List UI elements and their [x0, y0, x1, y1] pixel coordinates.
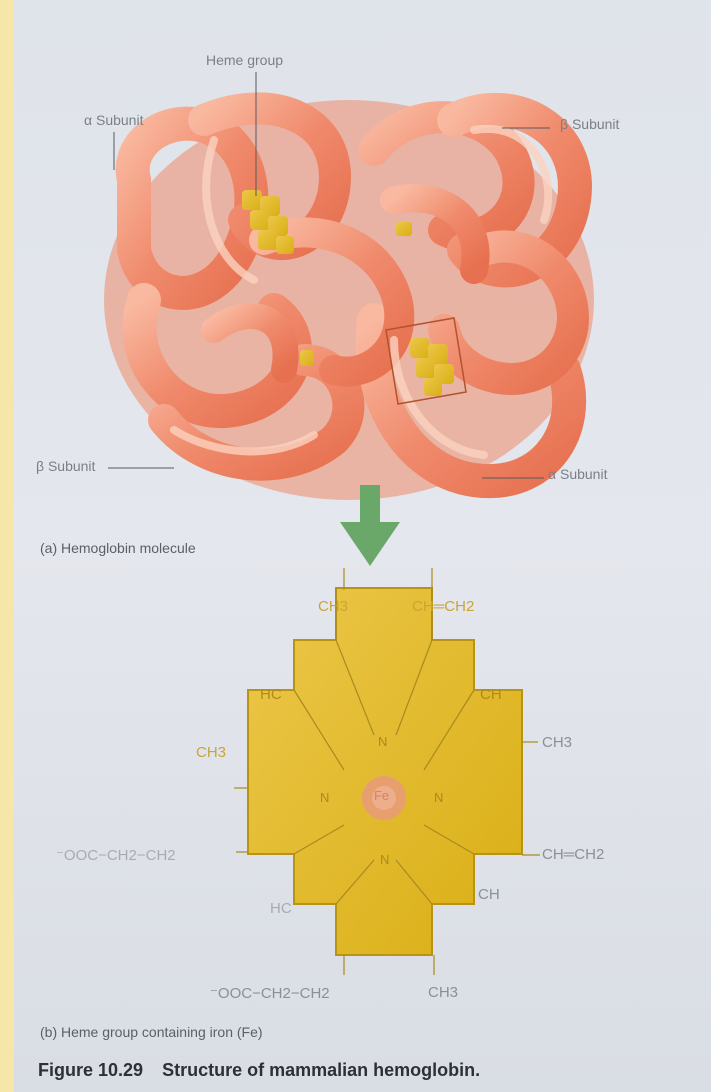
- heme-group-label: Heme group: [206, 52, 283, 68]
- protein-ribbons: [104, 100, 594, 500]
- heme-ch-top: CH: [480, 686, 502, 703]
- heme-bottom-ch3: CH3: [428, 984, 458, 1001]
- heme-n-bottom: N: [380, 852, 389, 867]
- beta-subunit-top-label: β Subunit: [560, 116, 619, 132]
- figure-title: Structure of mammalian hemoglobin.: [162, 1060, 480, 1080]
- heme-bottom-propionate: ⁻OOC−CH2−CH2: [210, 984, 330, 1002]
- heme-ch-bottom: CH: [478, 886, 500, 903]
- heme-n-top: N: [378, 734, 387, 749]
- caption-b: (b) Heme group containing iron (Fe): [40, 1024, 263, 1040]
- figure-number: Figure 10.29: [38, 1060, 143, 1080]
- heme-right-ch3: CH3: [542, 734, 572, 751]
- alpha-subunit-top-label: α Subunit: [84, 112, 143, 128]
- heme-right-vinyl: CH═CH2: [542, 846, 604, 863]
- alpha-subunit-bottom-label: α Subunit: [548, 466, 607, 482]
- heme-n-left: N: [320, 790, 329, 805]
- beta-subunit-bottom-label: β Subunit: [36, 458, 95, 474]
- figure-caption: Figure 10.29 Structure of mammalian hemo…: [38, 1060, 480, 1081]
- heme-top-ch3: CH3: [318, 598, 348, 615]
- heme-fe: Fe: [374, 788, 389, 803]
- heme-hc-top: HC: [260, 686, 282, 703]
- textbook-page: Heme group α Subunit β Subunit β Subunit…: [14, 0, 711, 1092]
- heme-left-ch3: CH3: [196, 744, 226, 761]
- heme-top-vinyl: CH═CH2: [412, 598, 474, 615]
- heme-hc-bottom: HC: [270, 900, 292, 917]
- caption-a: (a) Hemoglobin molecule: [40, 540, 196, 556]
- heme-n-right: N: [434, 790, 443, 805]
- heme-left-propionate: ⁻OOC−CH2−CH2: [56, 846, 176, 864]
